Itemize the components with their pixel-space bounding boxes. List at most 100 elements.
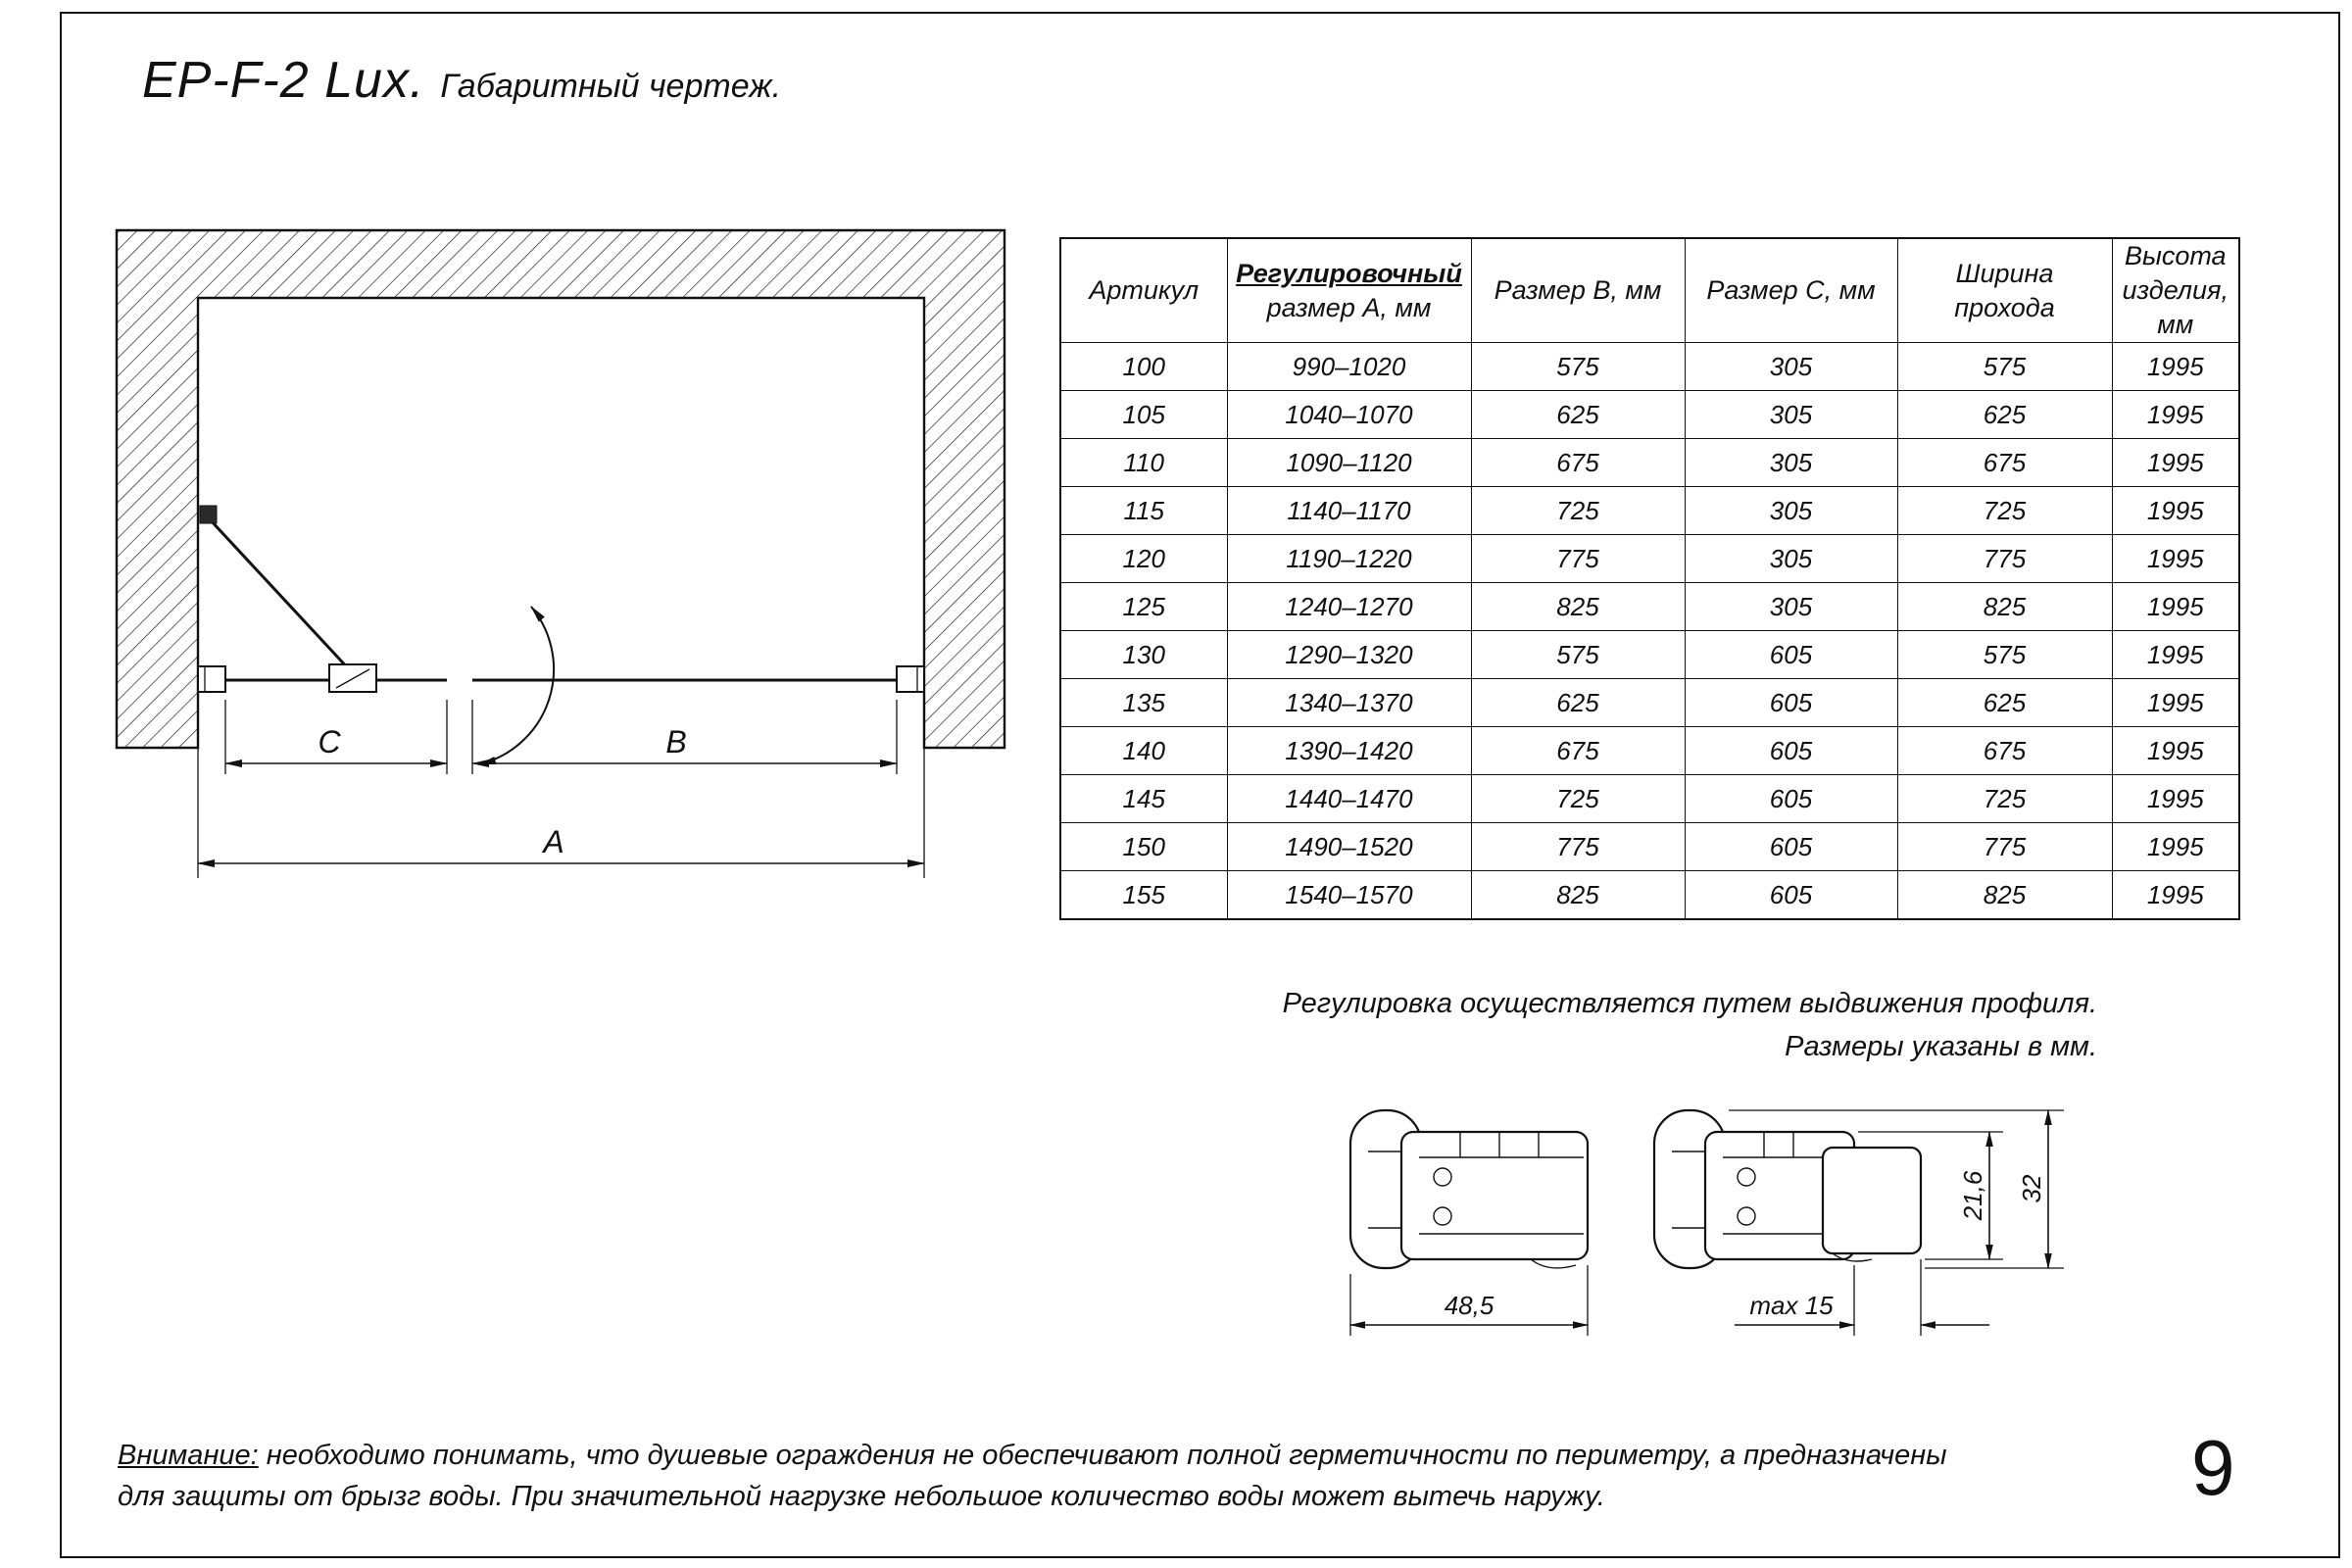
table-cell: 1340–1370 <box>1226 678 1472 728</box>
table-cell: 1995 <box>2111 534 2240 584</box>
table-cell: 1290–1320 <box>1226 630 1472 680</box>
table-cell: 1540–1570 <box>1226 870 1472 920</box>
col-header-size-c: Размер C, мм <box>1684 237 1898 344</box>
table-cell: 1090–1120 <box>1226 438 1472 488</box>
table-cell: 1995 <box>2111 486 2240 536</box>
table-cell: 1995 <box>2111 774 2240 824</box>
table-cell: 825 <box>1896 582 2113 632</box>
table-cell: 825 <box>1896 870 2113 920</box>
table-cell: 625 <box>1896 390 2113 440</box>
table-cell: 1995 <box>2111 582 2240 632</box>
col-header-article: Артикул <box>1059 237 1228 344</box>
table-cell: 115 <box>1059 486 1228 536</box>
table-cell: 150 <box>1059 822 1228 872</box>
warning-line1: необходимо понимать, что душевые огражде… <box>258 1440 1947 1471</box>
wall-profiles <box>197 663 925 693</box>
door-swing-arrow <box>478 606 556 765</box>
table-cell: 305 <box>1684 534 1898 584</box>
note-units: Размеры указаны в мм. <box>1785 1031 2097 1063</box>
table-cell: 100 <box>1059 342 1228 392</box>
table-cell: 625 <box>1896 678 2113 728</box>
table-cell: 625 <box>1470 678 1686 728</box>
table-cell: 575 <box>1470 630 1686 680</box>
table-cell: 110 <box>1059 438 1228 488</box>
dimension-lines <box>197 760 925 867</box>
col-header-product-height: Высота изделия, мм <box>2111 237 2240 344</box>
col-header-size-a-line1: Регулировочный <box>1236 258 1462 288</box>
table-cell: 575 <box>1896 630 2113 680</box>
table-cell: 130 <box>1059 630 1228 680</box>
table-cell: 305 <box>1684 390 1898 440</box>
table-cell: 305 <box>1684 438 1898 488</box>
table-cell: 605 <box>1684 678 1898 728</box>
door-wall-hinge <box>199 505 218 524</box>
table-cell: 605 <box>1684 774 1898 824</box>
profile-extended <box>1652 1108 1923 1270</box>
left-wall-profile <box>197 665 226 693</box>
model-name: EP-F-2 Lux. <box>142 52 425 109</box>
table-cell: 1390–1420 <box>1226 726 1472 776</box>
notes-block: Регулировка осуществляется путем выдвиже… <box>1283 982 2097 1068</box>
table-cell: 725 <box>1470 774 1686 824</box>
note-adjustment: Регулировка осуществляется путем выдвиже… <box>1282 988 2097 1019</box>
table-cell: 1995 <box>2111 678 2240 728</box>
table-cell: 120 <box>1059 534 1228 584</box>
col-header-size-b: Размер B, мм <box>1470 237 1686 344</box>
table-cell: 140 <box>1059 726 1228 776</box>
table-cell: 1190–1220 <box>1226 534 1472 584</box>
dim-label-21-6: 21,6 <box>1958 1170 1987 1221</box>
table-cell: 1995 <box>2111 726 2240 776</box>
folded-door-panel <box>208 517 353 673</box>
right-wall-profile <box>896 665 925 693</box>
table-cell: 155 <box>1059 870 1228 920</box>
title-subtitle: Габаритный чертеж. <box>440 68 782 105</box>
page-number: 9 <box>2191 1424 2235 1511</box>
table-cell: 305 <box>1684 582 1898 632</box>
dim-label-c: C <box>318 724 341 760</box>
table-cell: 990–1020 <box>1226 342 1472 392</box>
table-cell: 775 <box>1896 822 2113 872</box>
table-cell: 1995 <box>2111 438 2240 488</box>
table-cell: 625 <box>1470 390 1686 440</box>
table-cell: 725 <box>1470 486 1686 536</box>
table-cell: 675 <box>1470 726 1686 776</box>
dim-48-5-lines <box>1349 1265 1589 1336</box>
table-cell: 1240–1270 <box>1226 582 1472 632</box>
warning-label: Внимание: <box>118 1440 259 1471</box>
warning-line2: для защиты от брызг воды. При значительн… <box>118 1481 1605 1513</box>
table-cell: 775 <box>1896 534 2113 584</box>
dim-label-b: B <box>665 724 686 760</box>
table-cell: 1140–1170 <box>1226 486 1472 536</box>
profile-closed <box>1348 1108 1590 1270</box>
table-cell: 725 <box>1896 486 2113 536</box>
profile-details <box>204 666 918 692</box>
page-border-frame <box>60 12 2340 1558</box>
table-cell: 125 <box>1059 582 1228 632</box>
table-cell: 675 <box>1896 726 2113 776</box>
table-cell: 575 <box>1896 342 2113 392</box>
table-cell: 825 <box>1470 582 1686 632</box>
table-cell: 1040–1070 <box>1226 390 1472 440</box>
dim-label-48-5: 48,5 <box>1445 1291 1494 1320</box>
table-cell: 775 <box>1470 534 1686 584</box>
table-cell: 1440–1470 <box>1226 774 1472 824</box>
table-cell: 725 <box>1896 774 2113 824</box>
table-cell: 605 <box>1684 822 1898 872</box>
table-cell: 145 <box>1059 774 1228 824</box>
table-cell: 675 <box>1896 438 2113 488</box>
table-cell: 605 <box>1684 630 1898 680</box>
table-cell: 305 <box>1684 486 1898 536</box>
